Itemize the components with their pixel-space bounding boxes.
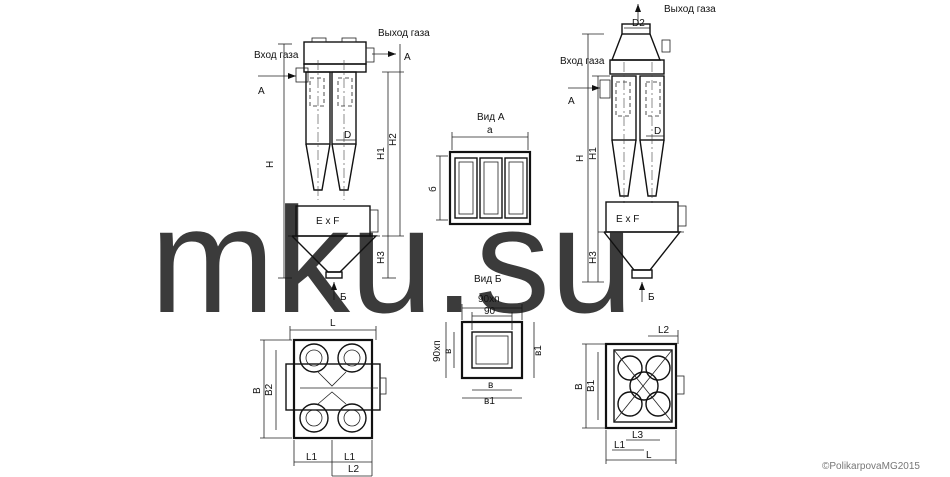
label-inlet-line1: Вход газа <box>254 50 299 61</box>
plan-right-L1: L1 <box>614 440 626 451</box>
label-outlet: Выход газа <box>378 28 430 39</box>
dim-H3: Н3 <box>376 251 387 264</box>
plan-right-L: L <box>646 450 652 461</box>
dim-H: Н <box>265 161 276 168</box>
view-b-e1: в1 <box>484 396 495 407</box>
plan-left-L2: L2 <box>348 464 360 475</box>
view-b: Вид Б 90хп 90 в в1 90хп в в1 <box>432 274 544 407</box>
copyright: ©PolikarpovaMG2015 <box>822 461 920 472</box>
view-b-outer: 90хп <box>478 294 500 305</box>
r-dim-H: Н <box>575 155 586 162</box>
r-label-A: А <box>568 96 575 107</box>
dim-H1: Н1 <box>376 147 387 160</box>
plan-left-L: L <box>330 318 336 329</box>
dim-H2: Н2 <box>388 133 399 146</box>
left-elevation: Вход газа Выход газа А А Н Н1 Н2 Н3 D E … <box>254 28 430 303</box>
plan-right-B: В <box>574 383 585 390</box>
plan-right-L3: L3 <box>632 430 644 441</box>
view-b-left-inner: в <box>443 349 454 354</box>
r-dim-D: D <box>654 126 661 137</box>
view-b-e: в <box>488 380 493 391</box>
view-b-inner: 90 <box>484 306 496 317</box>
view-b-title: Вид Б <box>474 274 502 285</box>
right-elevation: Выход газа Вход газа А D2 Н Н1 Н3 D E x … <box>560 4 716 303</box>
watermark: mku.su <box>150 176 633 344</box>
label-inlet: Вход газа <box>254 50 299 61</box>
right-plan: L2 В В1 L3 L1 L <box>574 325 685 464</box>
plan-right-B1: В1 <box>586 379 597 392</box>
label-B: Б <box>340 292 347 303</box>
view-b-right: в1 <box>533 345 544 356</box>
view-a-title: Вид А <box>477 112 505 123</box>
label-A-left: А <box>258 86 265 97</box>
dim-D: D <box>344 130 351 141</box>
view-a: Вид А а б <box>427 112 532 226</box>
label-A-right: А <box>404 52 411 63</box>
left-plan: L В В2 L1 L1 L2 <box>252 318 387 477</box>
r-label-B: Б <box>648 292 655 303</box>
plan-right-L2: L2 <box>658 325 670 336</box>
r-dim-H3: Н3 <box>588 251 599 264</box>
plan-left-B: В <box>252 387 263 394</box>
plan-left-L1b: L1 <box>344 452 356 463</box>
r-dim-D2: D2 <box>632 18 645 29</box>
plan-left-B2: В2 <box>264 383 275 396</box>
r-dim-ExF: E x F <box>616 214 639 225</box>
view-a-dim-b: б <box>427 186 439 192</box>
plan-left-L1a: L1 <box>306 452 318 463</box>
view-b-left-outer: 90хп <box>432 340 443 362</box>
view-a-dim-a: а <box>487 125 493 136</box>
r-label-inlet: Вход газа <box>560 56 605 67</box>
dim-ExF: E x F <box>316 216 339 227</box>
r-dim-H1: Н1 <box>588 147 599 160</box>
r-label-outlet: Выход газа <box>664 4 716 15</box>
